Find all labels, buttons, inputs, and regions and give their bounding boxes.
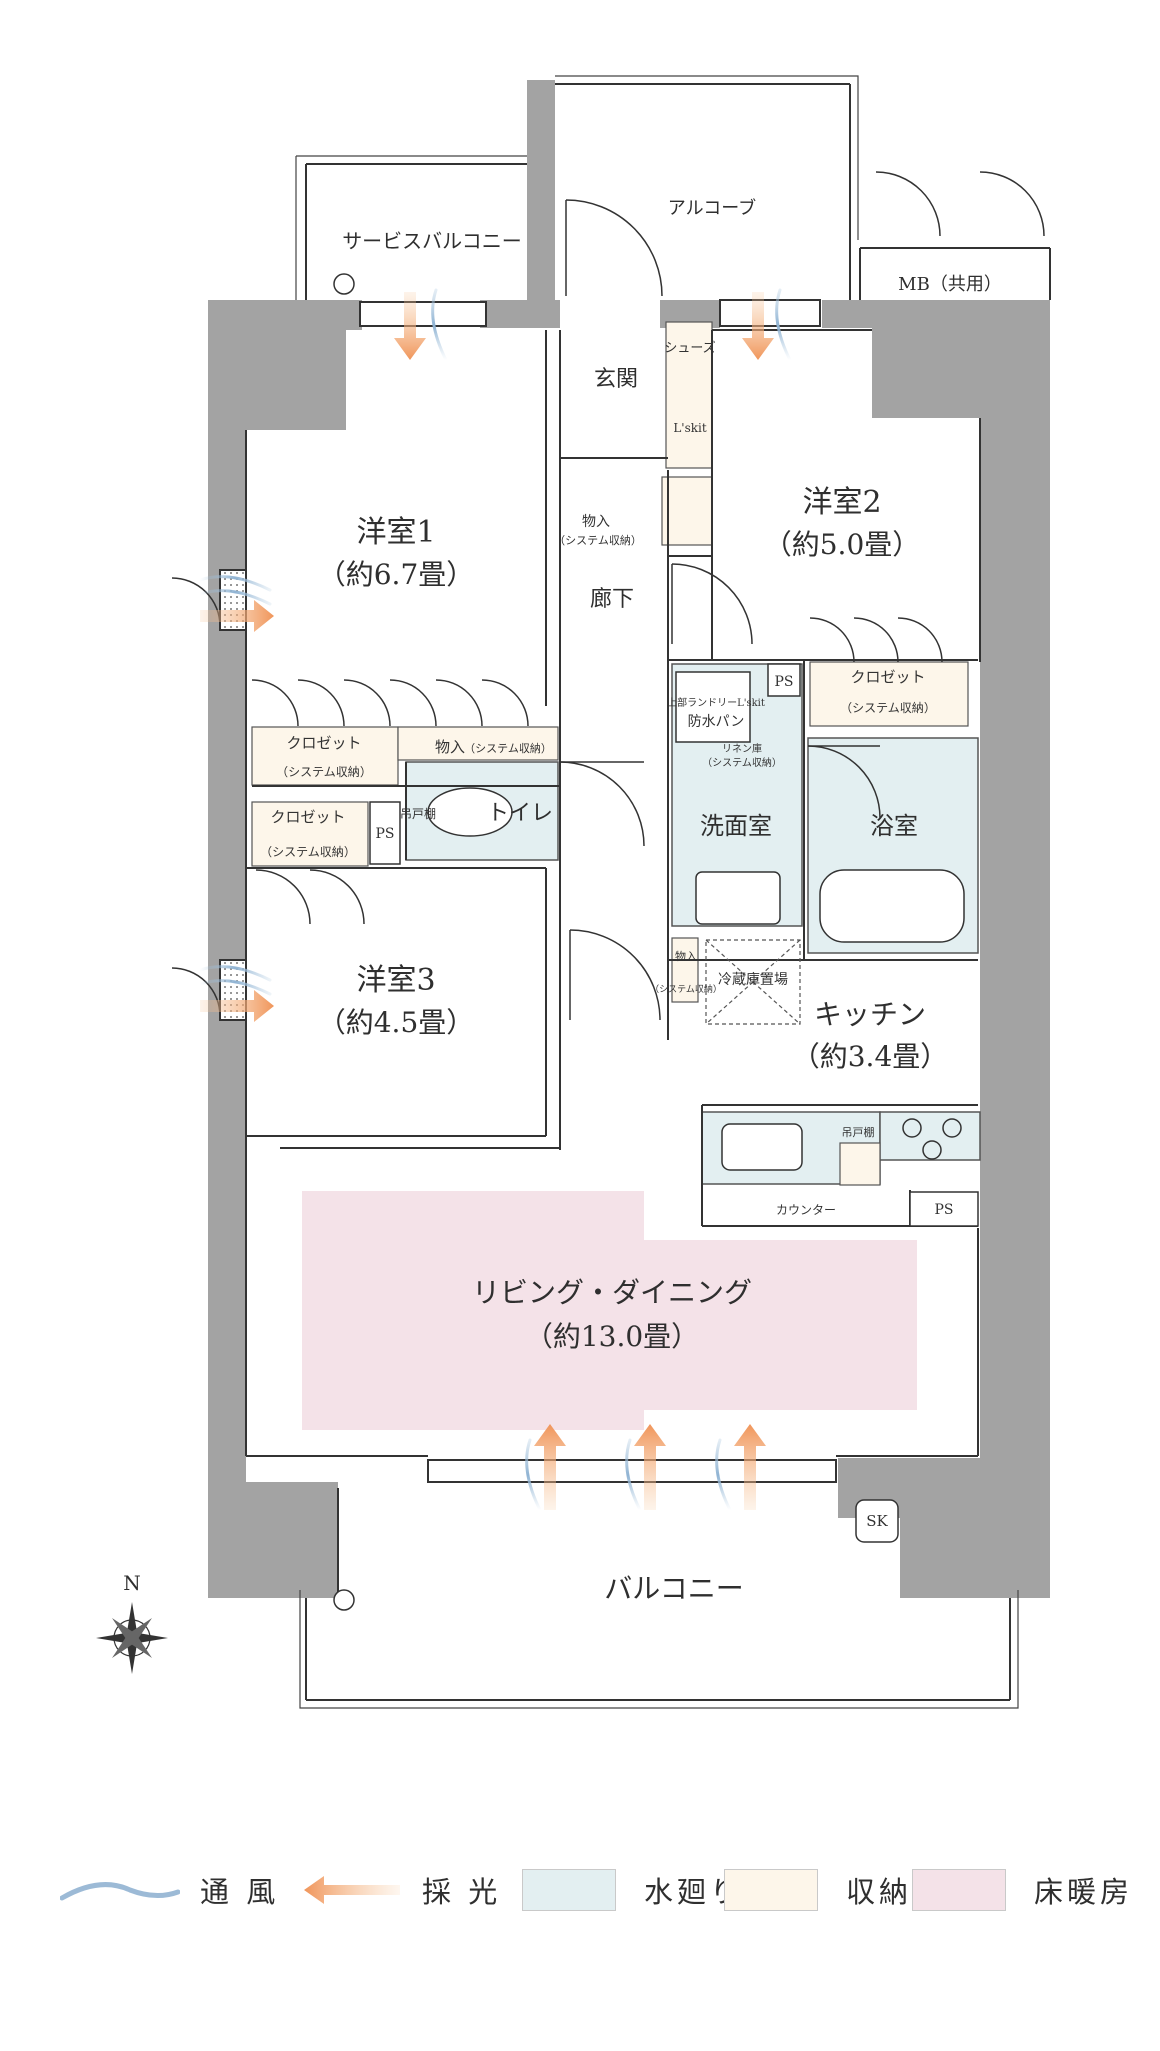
- shoes-sub-label: L'skit: [673, 421, 707, 435]
- storage1-sub: （システム収納）: [464, 742, 552, 755]
- hall-storage-area: [661, 476, 713, 546]
- kitchen-storage-label: 物入: [675, 949, 697, 963]
- kitchen-storage-sub: （システム収納）: [650, 983, 722, 995]
- shoes-area: [665, 321, 713, 469]
- living-label: リビング・ダイニング: [472, 1276, 752, 1309]
- legend-floor-heating-label: 床暖房: [1034, 1875, 1134, 1909]
- balcony-label: バルコニー: [604, 1572, 743, 1605]
- kitchen-size: （約3.4畳）: [792, 1040, 949, 1073]
- legend-ventilation-label: 通 風: [200, 1875, 280, 1909]
- ps-label-2: PS: [375, 826, 394, 842]
- western2-size: （約5.0畳）: [764, 528, 921, 561]
- storage1-area: [397, 726, 559, 761]
- closet1-area: [251, 726, 399, 786]
- legend-ventilation: 通 風: [60, 1860, 279, 1920]
- legend-daylight-label: 採 光: [422, 1875, 502, 1909]
- kitchen-sink: [721, 1123, 803, 1171]
- floor-heating-swatch: [912, 1869, 1006, 1911]
- toilet-label: トイレ: [487, 801, 553, 826]
- closet3-area: [251, 801, 369, 867]
- ps-label-1: PS: [774, 674, 793, 690]
- kitchen-storage-area: [671, 937, 699, 1003]
- closet2-area: [809, 661, 969, 727]
- linen-label: リネン庫: [722, 742, 762, 755]
- hall-storage-sub: （システム収納）: [554, 534, 642, 547]
- balcony-rails: [295, 75, 1019, 1709]
- shoes-label: シューズ: [664, 340, 715, 356]
- bathtub: [819, 869, 965, 943]
- storage-areas: [251, 321, 969, 1186]
- living-size: （約13.0畳）: [525, 1320, 699, 1353]
- waterproof-pan-label: 防水パン: [688, 714, 745, 730]
- walls: [208, 80, 1050, 1598]
- entrance-label: 玄関: [594, 367, 638, 392]
- water-swatch: [522, 1869, 616, 1911]
- kitchen-label: キッチン: [814, 998, 926, 1031]
- daylight-arrows: [200, 292, 774, 1510]
- kitchen-shelf-area: [839, 1142, 881, 1186]
- washer-pan: [675, 671, 751, 743]
- closet2-label: クロゼット: [850, 668, 925, 686]
- hallway-label: 廊下: [590, 587, 634, 612]
- room-labels: アルコーブ サービスバルコニー MB（共用） 玄関 シューズ L'skit 洋室…: [260, 197, 1002, 1605]
- closet3-sub: （システム収納）: [260, 845, 356, 859]
- western3-label: 洋室3: [356, 963, 435, 998]
- closet3-label: クロゼット: [270, 808, 345, 826]
- sk-box: [855, 1499, 899, 1543]
- western1-label: 洋室1: [356, 515, 435, 550]
- stove-area: [879, 1111, 981, 1161]
- storage-swatch: [724, 1869, 818, 1911]
- ventilation-marks: [198, 288, 792, 1512]
- closet1-label: クロゼット: [286, 734, 361, 752]
- western1-size: （約6.7畳）: [318, 558, 475, 591]
- daylight-icon: [304, 1876, 400, 1904]
- counter-label: カウンター: [776, 1203, 836, 1217]
- legend-water: 水廻り: [522, 1860, 743, 1920]
- legend-daylight: 採 光: [302, 1860, 501, 1920]
- compass-icon: [96, 1602, 168, 1674]
- compass-north-label: N: [123, 1571, 141, 1595]
- storage1-label: 物入: [435, 738, 465, 756]
- western3-size: （約4.5畳）: [318, 1006, 475, 1039]
- ps-boxes: [369, 663, 979, 1227]
- hall-storage-label: 物入: [582, 514, 610, 530]
- floor-heating-zone: [302, 1191, 917, 1430]
- closet2-sub: （システム収納）: [840, 701, 936, 715]
- upper-laundry-label: 上部ランドリーL'skit: [667, 696, 765, 709]
- kitchen-shelf-label: 吊戸棚: [842, 1125, 875, 1139]
- legend-floor-heating: 床暖房: [912, 1860, 1133, 1920]
- wash-basin: [695, 871, 781, 925]
- fridge-space: [705, 939, 801, 1025]
- toilet-shelf-label: 吊戸棚: [400, 806, 436, 821]
- drains: [333, 273, 355, 1611]
- bath-label: 浴室: [870, 812, 918, 840]
- service-balcony-label: サービスバルコニー: [342, 229, 522, 253]
- legend-water-label: 水廻り: [644, 1875, 744, 1909]
- washroom-label: 洗面室: [700, 812, 772, 840]
- sk-label: SK: [866, 1512, 888, 1530]
- fridge-label: 冷蔵庫置場: [718, 971, 788, 988]
- linen-sub: （システム収納）: [702, 756, 782, 769]
- legend-storage: 収納: [724, 1860, 912, 1920]
- ps-label-3: PS: [934, 1202, 953, 1218]
- closet1-sub: （システム収納）: [276, 765, 372, 779]
- toilet-bowl: [427, 787, 513, 837]
- legend: 通 風 採 光 水廻り 収納 床暖房: [0, 1860, 1160, 1960]
- stove-burners: [902, 1118, 962, 1160]
- legend-storage-label: 収納: [846, 1875, 913, 1909]
- alcove-label: アルコーブ: [668, 197, 756, 219]
- mb-label: MB（共用）: [898, 274, 1002, 295]
- ventilation-icon: [60, 1882, 180, 1901]
- western2-label: 洋室2: [802, 485, 881, 520]
